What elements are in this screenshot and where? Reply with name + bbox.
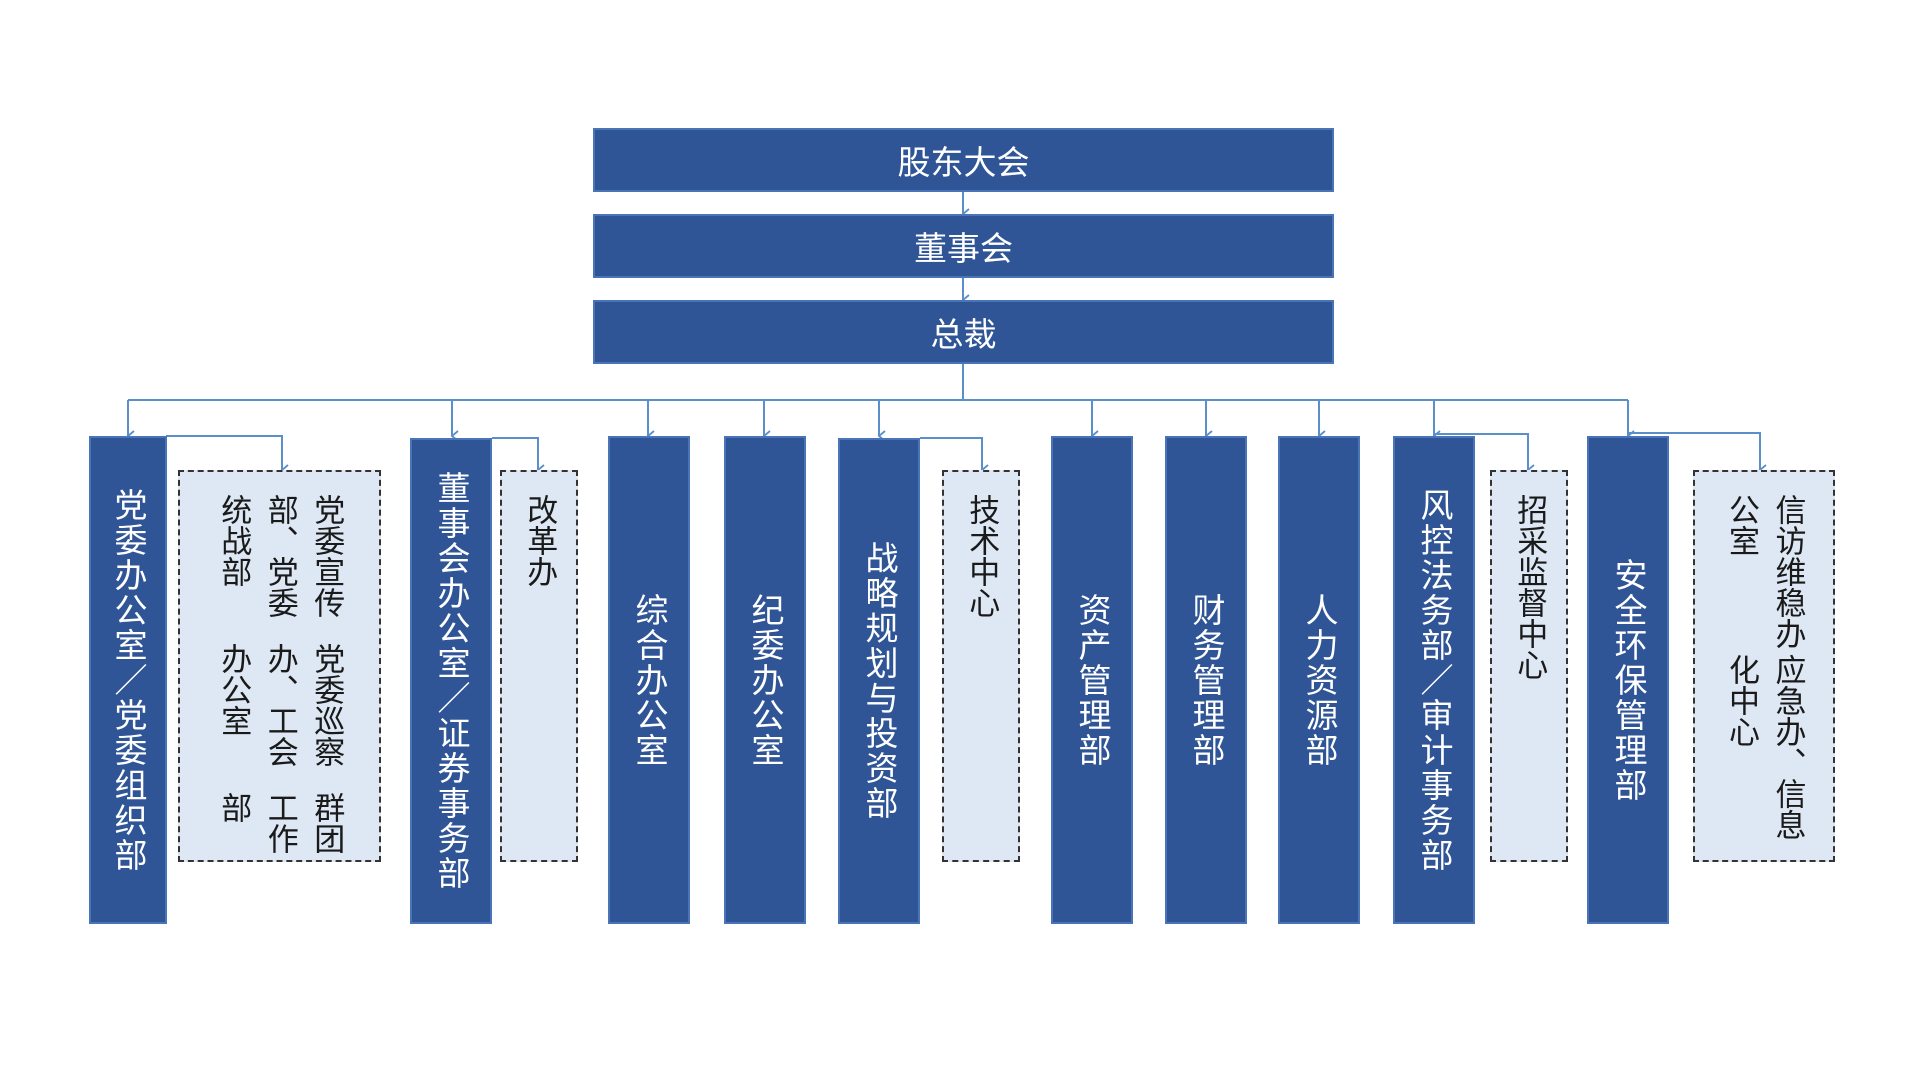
board-box: 董事会	[593, 214, 1334, 278]
sub-label: 党委宣传部、党委统战部	[215, 494, 345, 618]
dept-discipline-office: 纪委办公室	[724, 436, 806, 924]
dept-label: 党委办公室／党委组织部	[108, 487, 148, 873]
dept-risk-legal-audit: 风控法务部／审计事务部	[1393, 436, 1475, 924]
dept-finance-management: 财务管理部	[1165, 436, 1247, 924]
dept-label: 资产管理部	[1072, 592, 1112, 768]
ceo-label: 总裁	[930, 315, 997, 354]
shareholders-meeting-box: 股东大会	[593, 128, 1334, 192]
ceo-box: 总裁	[593, 300, 1334, 364]
dept-label: 财务管理部	[1186, 592, 1226, 768]
sub-label: 技术中心	[963, 494, 1000, 618]
sub-party-units: 群团工作部 党委巡察办、工会办公室 党委宣传部、党委统战部	[178, 470, 381, 862]
board-label: 董事会	[914, 229, 1013, 268]
sub-label-group: 应急办、信息化中心 信访维稳办公室	[1713, 494, 1816, 860]
sub-label-group: 群团工作部 党委巡察办、工会办公室 党委宣传部、党委统战部	[205, 494, 355, 860]
sub-technology-center: 技术中心	[942, 470, 1020, 862]
dept-label: 安全环保管理部	[1608, 557, 1648, 803]
sub-label: 应急办、信息化中心	[1723, 654, 1806, 841]
sub-label: 群团工作部	[215, 792, 345, 855]
sub-label: 招采监督中心	[1511, 494, 1548, 680]
dept-safety-environment: 安全环保管理部	[1587, 436, 1669, 924]
dept-label: 纪委办公室	[745, 592, 785, 768]
dept-asset-management: 资产管理部	[1051, 436, 1133, 924]
sub-label: 党委巡察办、工会办公室	[215, 643, 345, 768]
dept-human-resources: 人力资源部	[1278, 436, 1360, 924]
sub-procurement-supervision: 招采监督中心	[1490, 470, 1568, 862]
dept-general-office: 综合办公室	[608, 436, 690, 924]
sub-label: 信访维稳办公室	[1723, 494, 1806, 649]
dept-label: 人力资源部	[1299, 592, 1339, 768]
sub-reform-office: 改革办	[500, 470, 578, 862]
dept-label: 战略规划与投资部	[859, 541, 899, 821]
dept-party-office: 党委办公室／党委组织部	[89, 436, 167, 924]
dept-strategy-investment: 战略规划与投资部	[838, 438, 920, 924]
dept-label: 董事会办公室／证券事务部	[431, 471, 471, 891]
dept-board-office: 董事会办公室／证券事务部	[410, 438, 492, 924]
sub-label: 改革办	[521, 494, 558, 587]
shareholders-meeting-label: 股东大会	[897, 143, 1030, 182]
dept-label: 风控法务部／审计事务部	[1414, 487, 1454, 873]
sub-emergency-it-petition: 应急办、信息化中心 信访维稳办公室	[1693, 470, 1835, 862]
dept-label: 综合办公室	[629, 592, 669, 768]
